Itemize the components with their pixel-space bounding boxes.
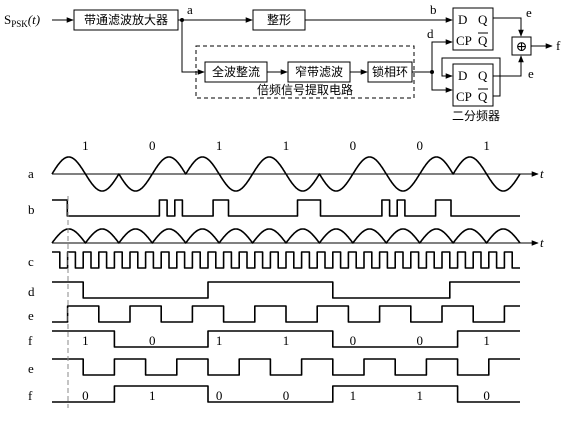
- row-label-6: f: [28, 333, 33, 348]
- f-alt-bit-4: 1: [350, 388, 357, 403]
- data-bit-labels: 1 0 1 1 0 0 1: [82, 138, 490, 153]
- row-label-7: e: [28, 361, 34, 376]
- f-bit-4: 0: [350, 333, 357, 348]
- narrowband-filter-label: 窄带滤波: [295, 64, 343, 79]
- extractor-caption: 倍频信号提取电路: [257, 82, 353, 97]
- wire-dff2-feedback: [441, 57, 501, 97]
- waveform-c: [52, 251, 520, 269]
- dff2-qbar-label: Q: [478, 89, 488, 104]
- dff1-cp-label: CP: [456, 33, 472, 48]
- dff2-d-label: D: [458, 68, 467, 83]
- data-bit-5: 0: [416, 138, 423, 153]
- divider-caption: 二分频器: [452, 109, 500, 123]
- f-alt-bit-labels: 0 1 0 0 1 1 0: [82, 388, 490, 403]
- f-bit-labels: 1 0 1 1 0 0 1: [82, 333, 490, 348]
- node-d-label: e: [526, 5, 532, 20]
- wire-a-to-fullwave: [181, 20, 205, 75]
- pll-label: 锁相环: [372, 64, 408, 79]
- f-alt-bit-6: 0: [483, 388, 490, 403]
- wire-d-to-xor: [493, 17, 524, 37]
- row-label-3: c: [28, 254, 34, 269]
- node-b-label: b: [430, 2, 437, 17]
- f-alt-bit-1: 1: [149, 388, 156, 403]
- data-bit-6: 1: [483, 138, 490, 153]
- f-bit-0: 1: [82, 333, 89, 348]
- waveform-rectified: [51, 228, 521, 244]
- dff1-q-label: Q: [478, 12, 488, 27]
- dff1-block: [452, 7, 494, 51]
- waveform-f-alt: [52, 385, 520, 403]
- waveform-a: [51, 156, 521, 192]
- waveform-e: [52, 305, 520, 323]
- input-signal-label: SPSK(t): [4, 12, 40, 29]
- node-f-label: f: [556, 38, 561, 53]
- data-bit-1: 0: [149, 138, 156, 153]
- data-bit-3: 1: [283, 138, 290, 153]
- bandpass-amplifier-label: 带通滤波放大器: [84, 12, 168, 27]
- data-bit-4: 0: [350, 138, 357, 153]
- block-diagram: SPSK(t) 带通滤波放大器 a 整形 b 全波整流 窄带滤波 锁相环 倍频信…: [4, 2, 561, 123]
- waveform-f: [52, 330, 520, 348]
- waveform-e-alt: [52, 358, 520, 376]
- f-bit-5: 0: [416, 333, 423, 348]
- full-wave-rectifier-label: 全波整流: [212, 64, 260, 79]
- f-bit-6: 1: [483, 333, 490, 348]
- waveform-d: [52, 281, 520, 299]
- f-alt-bit-3: 0: [283, 388, 290, 403]
- axis-rectified-t-label: t: [540, 235, 544, 250]
- xor-symbol: ⊕: [516, 40, 528, 55]
- row-label-0: a: [28, 166, 34, 181]
- node-e-label: e: [528, 66, 534, 81]
- f-alt-bit-0: 0: [82, 388, 89, 403]
- row-label-8: f: [28, 388, 33, 403]
- wire-c-to-ff2-cp: [431, 72, 453, 93]
- row-label-5: e: [28, 308, 34, 323]
- data-bit-2: 1: [216, 138, 223, 153]
- dff2-block: [452, 63, 494, 107]
- wire-c-to-ff1-cp: [412, 39, 453, 73]
- dff1-qbar-label: Q: [478, 33, 488, 48]
- f-alt-bit-2: 0: [216, 388, 223, 403]
- row-label-4: d: [28, 284, 35, 299]
- f-bit-3: 1: [283, 333, 290, 348]
- f-bit-2: 1: [216, 333, 223, 348]
- row-label-1: b: [28, 202, 35, 217]
- dff1-d-label: D: [458, 12, 467, 27]
- extractor-dashed-box: [195, 45, 415, 99]
- data-bit-0: 1: [82, 138, 89, 153]
- f-alt-bit-5: 1: [416, 388, 423, 403]
- axis-a-t-label: t: [540, 166, 544, 181]
- shaper-label: 整形: [267, 12, 291, 27]
- node-c-label: d: [427, 26, 434, 41]
- wire-e-to-xor: [493, 55, 524, 77]
- dff2-q-label: Q: [478, 68, 488, 83]
- dff2-cp-label: CP: [456, 89, 472, 104]
- f-bit-1: 0: [149, 333, 156, 348]
- waveform-b: [52, 199, 520, 217]
- node-a-label: a: [187, 2, 193, 17]
